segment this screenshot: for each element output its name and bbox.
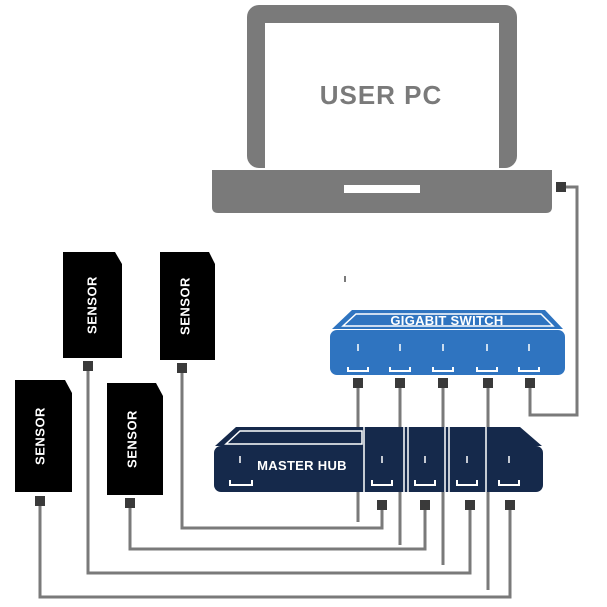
hub-port-1 (371, 480, 393, 486)
hub-bay-3 (448, 427, 487, 492)
hub-connector-1 (377, 500, 387, 510)
stray-mark (344, 276, 346, 282)
switch-top-inner (341, 313, 555, 327)
switch-connector-5 (525, 378, 535, 388)
hub-bay-1 (363, 427, 405, 492)
sensor-bottom-right: SENSOR (107, 383, 163, 508)
switch-port-3 (432, 367, 454, 372)
hub-port-2 (414, 480, 436, 486)
switch-connector-2 (395, 378, 405, 388)
hub-port-3 (456, 480, 478, 486)
switch-ports (347, 367, 540, 372)
hub-ports (371, 480, 520, 486)
switch-body (330, 330, 565, 375)
sensor-connector (177, 363, 187, 373)
switch-connector-1 (353, 378, 363, 388)
sensor-top-right: SENSOR (160, 252, 215, 373)
sensor-label: SENSOR (178, 277, 193, 335)
cable-sensor-top-left (86, 365, 472, 575)
sensor-body (63, 252, 122, 358)
hub-connector-3 (465, 500, 475, 510)
hub-port-left (229, 480, 253, 486)
switch-port-5 (518, 367, 540, 372)
switch-port-2 (389, 367, 411, 372)
switch-connector-3 (438, 378, 448, 388)
laptop-trackpad-slot (344, 185, 420, 193)
user-pc-label: USER PC (320, 80, 443, 110)
master-hub: MASTER HUB (214, 427, 543, 492)
sensor-body (107, 383, 163, 495)
sensor-bottom-left: SENSOR (15, 380, 72, 506)
switch-port-4 (476, 367, 498, 372)
hub-connector-2 (420, 500, 430, 510)
sensor-top-left: SENSOR (63, 252, 122, 371)
sensor-body (15, 380, 72, 492)
hub-port-4 (498, 480, 520, 486)
hub-port-leds (381, 456, 510, 463)
cable-laptop-to-switch (528, 185, 579, 417)
gigabit-switch-label: GIGABIT SWITCH (390, 313, 503, 328)
sensor-body (160, 252, 215, 360)
hub-cable-connectors (377, 500, 515, 510)
hub-connector-4 (505, 500, 515, 510)
sensor-label: SENSOR (33, 407, 48, 465)
gigabit-switch: GIGABIT SWITCH (330, 310, 565, 375)
cable-sensor-bottom-left (38, 500, 512, 599)
sensor-label: SENSOR (85, 276, 100, 334)
switch-cable-connectors (353, 378, 535, 388)
sensor-connector (125, 498, 135, 508)
switch-port-1 (347, 367, 369, 372)
hub-port-bays (363, 427, 487, 492)
switch-port-leds (357, 344, 530, 351)
user-pc-laptop: USER PC (212, 5, 552, 213)
cable-sensor-top-right (180, 367, 384, 530)
hub-top-inner (224, 430, 363, 445)
sensor-connector (35, 496, 45, 506)
laptop-port-connector (556, 182, 566, 192)
hub-body (214, 446, 543, 492)
sensor-connector (83, 361, 93, 371)
switch-connector-4 (483, 378, 493, 388)
cable-sensor-bottom-right (128, 503, 427, 551)
hub-bay-2 (407, 427, 446, 492)
hub-top-face (215, 427, 542, 446)
sensor-label: SENSOR (125, 410, 140, 468)
laptop-screen (265, 23, 499, 168)
master-hub-label: MASTER HUB (257, 458, 347, 473)
